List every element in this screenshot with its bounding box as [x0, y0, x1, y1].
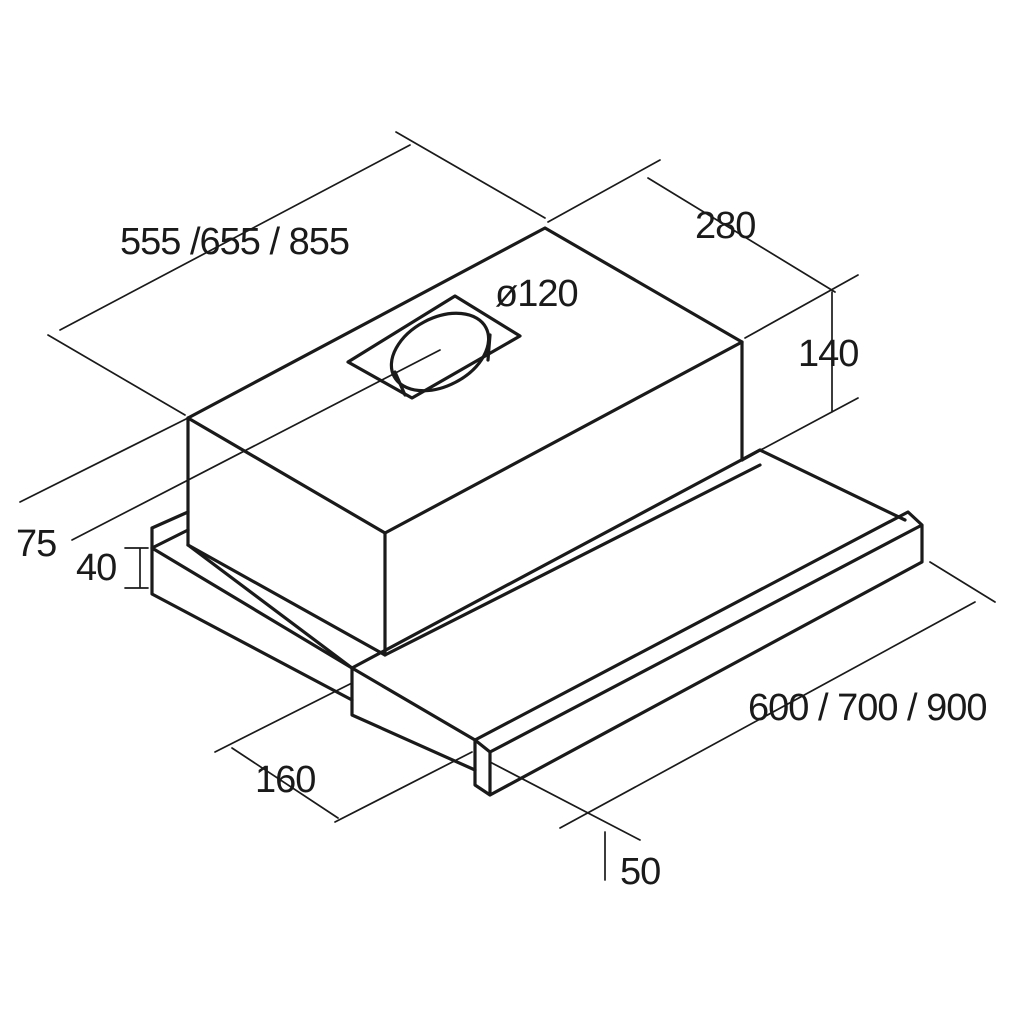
- dimension-lines: [19, 131, 996, 881]
- dim-height: [741, 291, 859, 461]
- dim-slide-height: [124, 547, 149, 589]
- hood-outline: [150, 226, 924, 797]
- label-width-options: 555 /655 / 855: [120, 221, 349, 263]
- dim-overall-width: [489, 561, 996, 841]
- label-front-depth: 75: [16, 523, 56, 565]
- dim-depth: [547, 159, 859, 339]
- label-slide-height: 40: [76, 547, 116, 589]
- lower-frame-left: [150, 546, 354, 702]
- lower-frame-edge: [186, 543, 354, 670]
- front-handle: [473, 510, 924, 797]
- label-handle-depth: 50: [620, 851, 660, 893]
- dim-front-depth: [19, 349, 441, 541]
- slide-panel-inner: [383, 463, 762, 657]
- label-duct-diameter: ø120: [495, 273, 578, 315]
- duct-opening: [389, 311, 491, 393]
- label-slide-depth: 160: [255, 759, 315, 801]
- motor-box-top: [186, 226, 744, 535]
- label-depth: 280: [695, 205, 755, 247]
- motor-box-left: [186, 416, 387, 657]
- dim-slide-depth: [214, 682, 473, 823]
- dimension-labels: 555 /655 / 855 280 ø120 140 75 40 160 60…: [16, 205, 988, 893]
- dim-width-inner: [47, 131, 546, 416]
- duct-side: [393, 333, 492, 397]
- label-overall-width: 600 / 700 / 900: [748, 687, 987, 729]
- label-body-height: 140: [798, 333, 858, 375]
- duct-collar: [346, 294, 522, 400]
